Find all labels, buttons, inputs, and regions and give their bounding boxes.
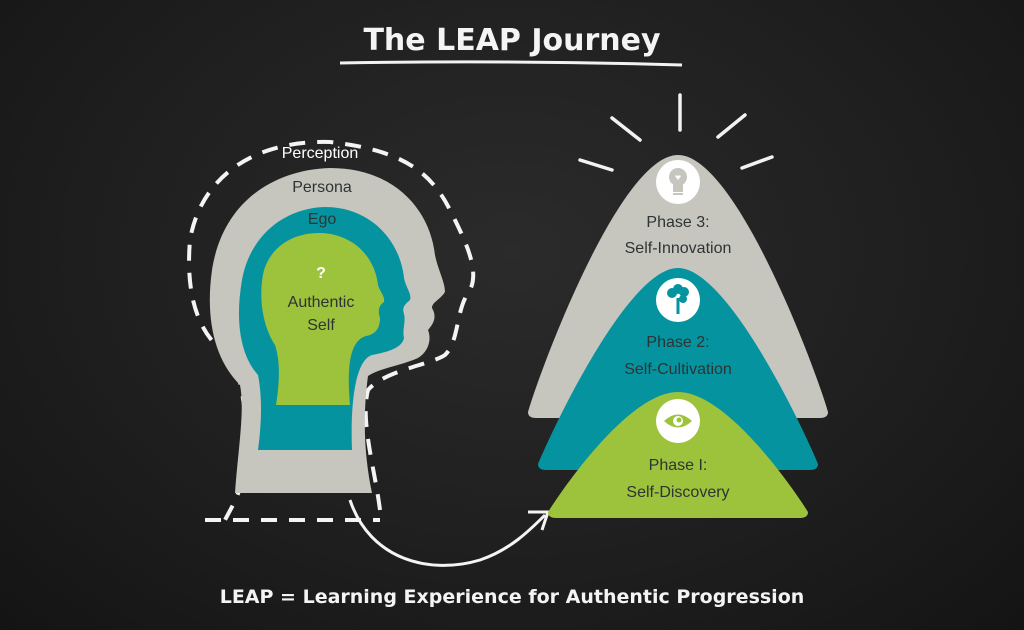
phase-2-name: Self-Cultivation bbox=[624, 361, 732, 378]
phase-3-name: Self-Innovation bbox=[625, 240, 732, 257]
persona-label: Persona bbox=[292, 179, 352, 196]
leap-definition: LEAP = Learning Experience for Authentic… bbox=[220, 586, 805, 608]
eye-icon bbox=[656, 399, 700, 443]
ego-label: Ego bbox=[308, 211, 337, 228]
title-underline bbox=[339, 60, 683, 67]
journey-arrow bbox=[348, 499, 547, 567]
authentic-label-line2: Self bbox=[307, 317, 335, 334]
phase-1-mountain bbox=[548, 392, 808, 518]
authentic-label-line1: Authentic bbox=[288, 294, 355, 311]
phase-3-label: Phase 3: bbox=[646, 214, 709, 231]
perception-dashed-outline bbox=[187, 139, 476, 522]
shine-rays bbox=[578, 93, 774, 172]
tree-icon bbox=[656, 278, 700, 322]
phase-1-label: Phase I: bbox=[649, 457, 708, 474]
perception-label: Perception bbox=[282, 145, 359, 162]
phase-2-label: Phase 2: bbox=[646, 334, 709, 351]
lightbulb-icon bbox=[656, 160, 700, 204]
phase-2-mountain bbox=[538, 268, 818, 470]
diagram-title: The LEAP Journey bbox=[363, 23, 661, 58]
question-mark-icon: ? bbox=[316, 265, 326, 282]
authentic-self-layer bbox=[261, 232, 385, 405]
phase-1-name: Self-Discovery bbox=[626, 484, 729, 501]
